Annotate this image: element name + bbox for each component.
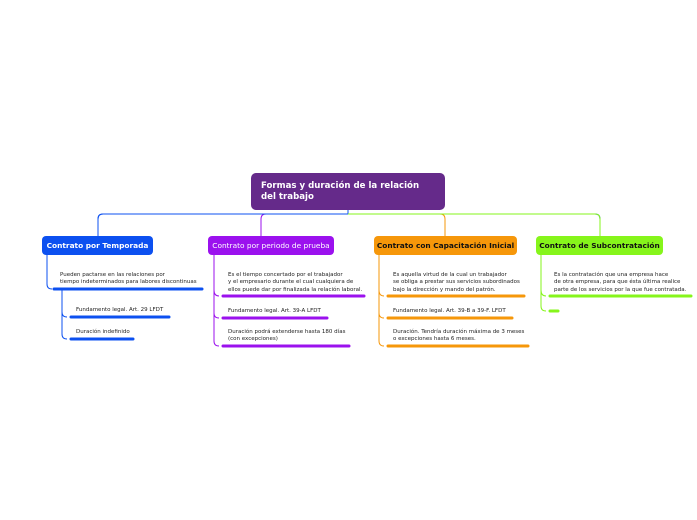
leaf-prueba-fundamento[interactable]: Fundamento legal. Art. 39-A LFDT bbox=[228, 308, 321, 314]
branch-contrato-temporada[interactable]: Contrato por Temporada bbox=[42, 236, 153, 255]
leaf-capacitacion-duracion[interactable]: Duración. Tendría duración máxima de 3 m… bbox=[393, 329, 525, 343]
leaf-capacitacion-fundamento[interactable]: Fundamento legal. Art. 39-B a 39-F. LFDT bbox=[393, 308, 506, 314]
leaf-capacitacion-definicion[interactable]: Es aquella virtud de la cual un trabajad… bbox=[393, 272, 520, 293]
connector-b4-leaves bbox=[540, 255, 547, 312]
branch-contrato-capacitacion-inicial[interactable]: Contrato con Capacitación Inicial bbox=[374, 236, 517, 255]
branch-contrato-periodo-prueba[interactable]: Contrato por periodo de prueba bbox=[208, 236, 334, 255]
leaf-temporada-definicion[interactable]: Pueden pactarse en las relaciones por ti… bbox=[60, 272, 197, 286]
leaf-prueba-duracion[interactable]: Duración podrá extenderse hasta 180 días… bbox=[228, 329, 346, 343]
leaf-prueba-definicion[interactable]: Es el tiempo concertado por el trabajado… bbox=[228, 272, 363, 293]
connector-root-branch-3 bbox=[348, 213, 446, 236]
connector-root-branch-4 bbox=[348, 213, 601, 236]
connector-b1-leaf1 bbox=[46, 255, 53, 290]
connector-root-branch-1 bbox=[97, 213, 348, 236]
connector-b3-leaves bbox=[378, 255, 385, 347]
root-topic[interactable]: Formas y duración de la relación del tra… bbox=[251, 173, 445, 210]
connector-b2-leaves bbox=[213, 255, 220, 347]
leaf-temporada-duracion[interactable]: Duración indefinido bbox=[76, 329, 130, 335]
leaf-subcontratacion-definicion[interactable]: Es la contratación que una empresa hace … bbox=[554, 272, 687, 293]
branch-contrato-subcontratacion[interactable]: Contrato de Subcontratación bbox=[536, 236, 663, 255]
leaf-temporada-fundamento[interactable]: Fundamento legal. Art. 29 LFDT bbox=[76, 307, 164, 313]
connector-b1-sub bbox=[61, 289, 68, 340]
connector-root-branch-2 bbox=[260, 213, 348, 236]
